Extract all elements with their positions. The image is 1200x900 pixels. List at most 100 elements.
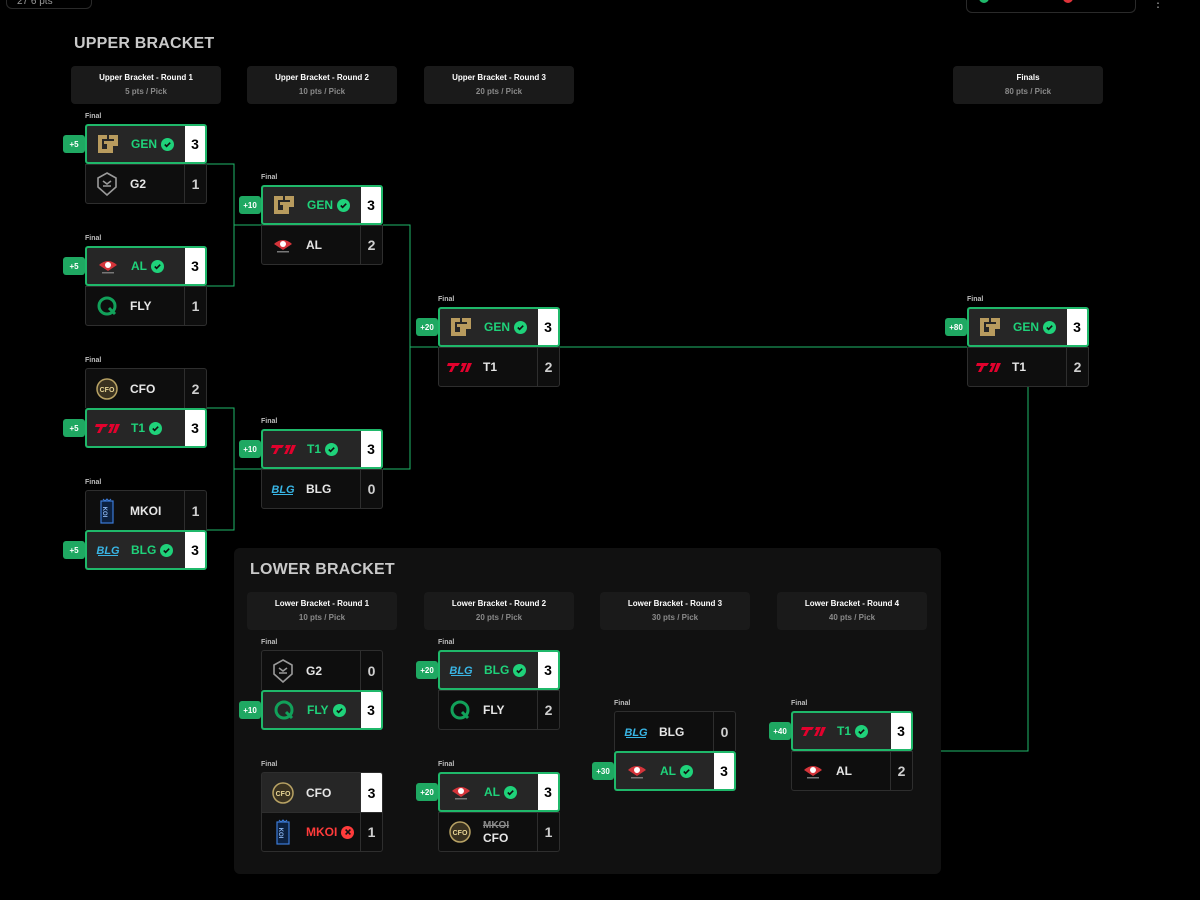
team-score: 3 xyxy=(1067,307,1089,347)
team-name: CFO xyxy=(306,785,332,800)
team-score: 2 xyxy=(361,225,383,265)
team-row[interactable]: GEN 3 xyxy=(967,307,1089,347)
team-score: 2 xyxy=(891,751,913,791)
check-icon xyxy=(151,259,164,273)
team-name: GEN xyxy=(307,198,334,212)
check-icon xyxy=(1043,320,1057,334)
team-row[interactable]: GEN 3 xyxy=(261,185,383,225)
svg-text:BLG: BLG xyxy=(271,484,295,496)
check-icon xyxy=(325,442,339,456)
points-total[interactable]: 27 6 pts xyxy=(6,0,92,9)
match-status: Final xyxy=(261,174,278,181)
team-row[interactable]: AL 3 xyxy=(614,751,736,791)
points-badge: +10 xyxy=(239,196,261,214)
blg-logo-icon: BLG xyxy=(270,477,296,501)
match-card[interactable]: Final T1 3 AL 2 xyxy=(791,700,913,793)
team-row[interactable]: T1 2 xyxy=(438,347,560,387)
team-row[interactable]: AL 2 xyxy=(791,751,913,791)
mkoi-logo-icon: KOI xyxy=(94,497,120,524)
team-score: 3 xyxy=(538,307,560,347)
check-icon xyxy=(504,785,517,799)
team-row[interactable]: GEN 3 xyxy=(438,307,560,347)
match-card[interactable]: Final GEN 3 T1 2 xyxy=(967,296,1089,389)
al-logo-icon xyxy=(800,759,826,783)
wrong-pick-name: MKOI xyxy=(483,820,510,831)
team-row[interactable]: T1 3 xyxy=(85,408,207,448)
green-status-icon xyxy=(979,0,989,3)
team-row[interactable]: GEN 3 xyxy=(85,124,207,164)
team-name: G2 xyxy=(306,663,323,678)
team-score: 1 xyxy=(185,286,207,326)
team-row[interactable]: FLY 1 xyxy=(85,286,207,326)
match-card[interactable]: Final GEN 3 T1 2 xyxy=(438,296,560,389)
top-right-controls[interactable] xyxy=(966,0,1136,13)
team-name: AL xyxy=(660,764,676,778)
check-icon xyxy=(680,764,693,778)
match-card[interactable]: Final GEN 3 G2 1 xyxy=(85,113,207,206)
team-score: 2 xyxy=(538,690,560,730)
menu-icon[interactable]: ⋮ xyxy=(1152,0,1164,10)
round-header: Lower Bracket - Round 1 10 pts / Pick xyxy=(247,592,397,630)
team-row[interactable]: AL 3 xyxy=(85,246,207,286)
team-name: AL xyxy=(131,259,147,273)
g2-logo-icon xyxy=(270,658,296,683)
team-name: BLG xyxy=(484,663,510,677)
team-score: 3 xyxy=(185,408,207,448)
round-points: 40 pts / Pick xyxy=(828,613,876,622)
check-icon xyxy=(514,320,528,334)
svg-text:BLG: BLG xyxy=(96,545,120,557)
team-score: 3 xyxy=(714,751,736,791)
team-row[interactable]: G2 0 xyxy=(261,650,383,690)
check-icon xyxy=(161,137,175,151)
check-icon xyxy=(337,198,351,212)
round-points: 10 pts / Pick xyxy=(298,613,346,622)
team-row[interactable]: FLY 3 xyxy=(261,690,383,730)
team-row[interactable]: FLY 2 xyxy=(438,690,560,730)
team-row[interactable]: T1 3 xyxy=(791,711,913,751)
team-score: 0 xyxy=(361,650,383,690)
team-name: G2 xyxy=(130,177,147,191)
team-score: 2 xyxy=(185,368,207,408)
check-icon xyxy=(160,543,174,557)
match-status: Final xyxy=(261,418,278,425)
round-points: 20 pts / Pick xyxy=(475,87,523,96)
team-row[interactable]: G2 1 xyxy=(85,164,207,204)
points-badge: +5 xyxy=(63,419,85,437)
team-row[interactable]: AL 2 xyxy=(261,225,383,265)
team-score: 3 xyxy=(361,429,383,469)
gen-logo-icon xyxy=(95,132,121,156)
cross-icon xyxy=(341,825,355,839)
match-card[interactable]: Final G2 0 FLY 3 xyxy=(261,639,383,732)
cfo-logo-icon: CFO xyxy=(447,820,473,844)
round-points: 30 pts / Pick xyxy=(651,613,699,622)
blg-logo-icon: BLG xyxy=(95,538,121,562)
round-title: Finals xyxy=(1016,73,1040,82)
match-card[interactable]: Final GEN 3 AL 2 xyxy=(261,174,383,267)
match-status: Final xyxy=(967,296,984,303)
blg-logo-icon: BLG xyxy=(623,720,649,744)
team-score: 3 xyxy=(538,772,560,812)
match-card[interactable]: Final AL 3 FLY 1 xyxy=(85,235,207,328)
round-title: Lower Bracket - Round 1 xyxy=(274,599,370,608)
team-row[interactable]: AL 3 xyxy=(438,772,560,812)
lower-bracket-title: LOWER BRACKET xyxy=(250,561,395,578)
team-row[interactable]: T1 2 xyxy=(967,347,1089,387)
team-row[interactable]: T1 3 xyxy=(261,429,383,469)
